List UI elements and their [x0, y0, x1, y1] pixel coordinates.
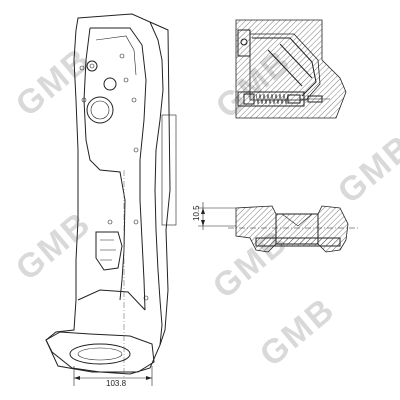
outlet-flange: [45, 331, 155, 373]
port-hole: [86, 60, 98, 72]
bore-hole: [86, 96, 114, 124]
section-diagonal-bore: [267, 43, 313, 87]
section-cavity: [237, 29, 251, 57]
watermark-text: GMB: [331, 127, 400, 211]
watermark-text: GMB: [253, 290, 343, 374]
side-plate: [161, 114, 177, 226]
bolt-hole: [107, 219, 113, 225]
channel-detail: [95, 35, 137, 76]
bolt-hole: [81, 97, 87, 103]
bolt-hole: [123, 77, 129, 83]
inner-channel-left: [83, 27, 126, 301]
bolt-hole: [119, 53, 125, 59]
housing-front-view: 103.8: [45, 13, 177, 388]
bolt-hole: [143, 295, 149, 301]
section-body: [235, 19, 347, 119]
section-view-upper: [235, 19, 347, 119]
outlet-bore: [69, 343, 131, 365]
watermark-text: GMB: [9, 204, 99, 288]
lower-web: [77, 289, 146, 311]
width-dimension-label: 103.8: [106, 379, 127, 388]
dimension-arrow: [74, 376, 80, 380]
lower-pocket: [95, 231, 123, 271]
valve-spool: [243, 93, 255, 105]
bolt-hole: [133, 219, 139, 225]
gasket-ring: [255, 237, 341, 247]
section-small-hole: [240, 38, 248, 46]
height-dimension-label: 10.5: [192, 205, 201, 221]
port-hole-inner: [89, 63, 95, 69]
section-inner-passage: [252, 37, 317, 97]
valve-cap: [307, 95, 323, 103]
dimension-arrow: [146, 376, 152, 380]
bore-recess-taper: [281, 213, 313, 227]
section-view-lower: 10.5: [192, 202, 360, 253]
spring-coil: [255, 93, 289, 105]
flange-plate: [149, 21, 171, 346]
bore-hole-inner: [90, 100, 110, 120]
bolt-hole: [79, 65, 85, 71]
bolt-hole: [133, 147, 139, 153]
port-hole: [103, 77, 117, 91]
lower-pocket-rib: [100, 239, 116, 261]
inner-channel: [90, 27, 147, 311]
dimension-arrow: [201, 220, 205, 226]
dimension-arrow: [201, 208, 205, 214]
bolt-hole: [131, 97, 137, 103]
outlet-bore-inner: [77, 347, 123, 361]
